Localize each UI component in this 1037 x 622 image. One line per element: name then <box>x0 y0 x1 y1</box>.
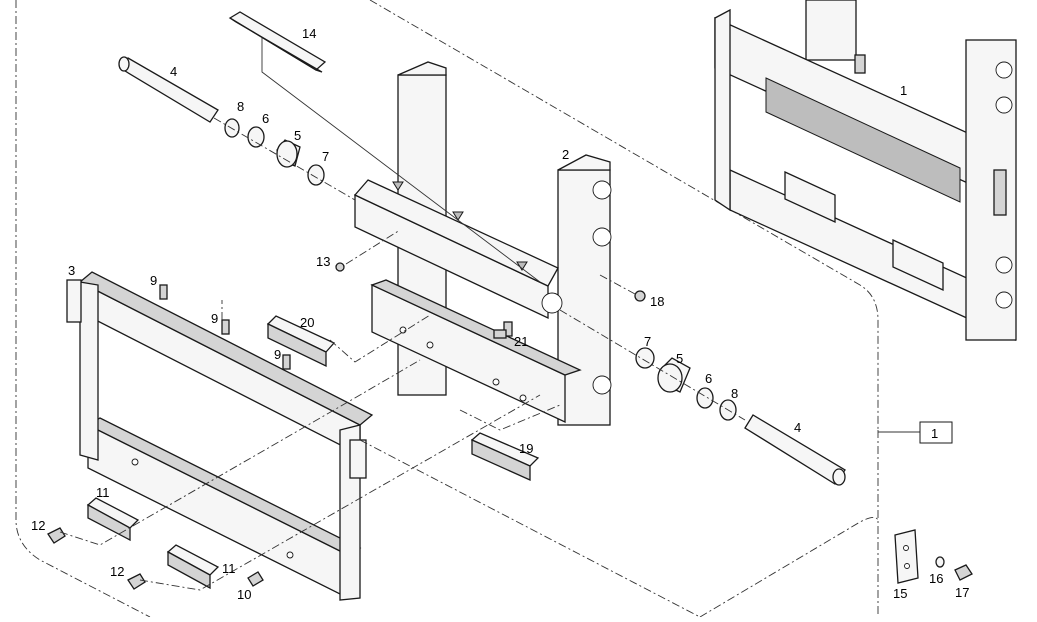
callout-2: 2 <box>562 147 569 162</box>
callout-7: 7 <box>322 149 329 164</box>
part-4-pin-top <box>118 56 219 123</box>
callout-8: 8 <box>237 99 244 114</box>
part-15-plate <box>894 529 919 584</box>
callout-6: 6 <box>705 371 712 386</box>
callout-19: 19 <box>519 441 533 456</box>
part-16-washer <box>935 556 945 568</box>
part-2-shifter-frame <box>353 61 612 426</box>
callout-5: 5 <box>676 351 683 366</box>
callout-5: 5 <box>294 128 301 143</box>
callout-21: 21 <box>514 334 528 349</box>
callouts: 14 4 8 6 5 7 1 2 3 13 18 9 9 9 20 21 7 5… <box>31 26 969 602</box>
callout-13: 13 <box>316 254 330 269</box>
callout-8: 8 <box>731 386 738 401</box>
part-19-slide-pad <box>459 404 561 482</box>
mounting-centerlines <box>59 300 701 618</box>
callout-11: 11 <box>96 485 110 500</box>
part-11-clamp-block-lower <box>166 544 220 590</box>
part-10-bolt <box>247 571 264 587</box>
callout-11: 11 <box>222 561 236 576</box>
callout-4: 4 <box>794 420 801 435</box>
part-1-carriage <box>714 0 1017 342</box>
callout-9: 9 <box>150 273 157 288</box>
callout-6: 6 <box>262 111 269 126</box>
part-11-clamp-block-upper <box>86 497 140 542</box>
part-18-plug <box>599 274 646 302</box>
part-21-elbow-fitting <box>493 321 513 339</box>
assembly-label: 1 <box>931 426 938 441</box>
callout-4: 4 <box>170 64 177 79</box>
callout-17: 17 <box>955 585 969 600</box>
callout-9: 9 <box>211 311 218 326</box>
part-12-bolts <box>47 527 146 590</box>
callout-18: 18 <box>650 294 664 309</box>
callout-7: 7 <box>644 334 651 349</box>
assembly-label-box: 1 <box>919 421 953 444</box>
callout-12: 12 <box>31 518 45 533</box>
part-17-bolt <box>954 564 973 581</box>
callout-20: 20 <box>300 315 314 330</box>
callout-14: 14 <box>302 26 316 41</box>
part-14-guide-rail <box>228 11 541 283</box>
callout-12: 12 <box>110 564 124 579</box>
callout-15: 15 <box>893 586 907 601</box>
part-4-pin-right <box>744 414 846 486</box>
part-13-plug <box>335 229 401 272</box>
callout-16: 16 <box>929 571 943 586</box>
callout-3: 3 <box>68 263 75 278</box>
part-9-grease-nipples <box>159 284 291 370</box>
part-20-slide-pad <box>266 314 431 368</box>
callout-10: 10 <box>237 587 251 602</box>
callout-1: 1 <box>900 83 907 98</box>
part-3-fork-carriage <box>66 271 374 601</box>
ring-stack-right <box>559 309 746 421</box>
callout-9: 9 <box>274 347 281 362</box>
ring-stack-left <box>213 117 356 201</box>
